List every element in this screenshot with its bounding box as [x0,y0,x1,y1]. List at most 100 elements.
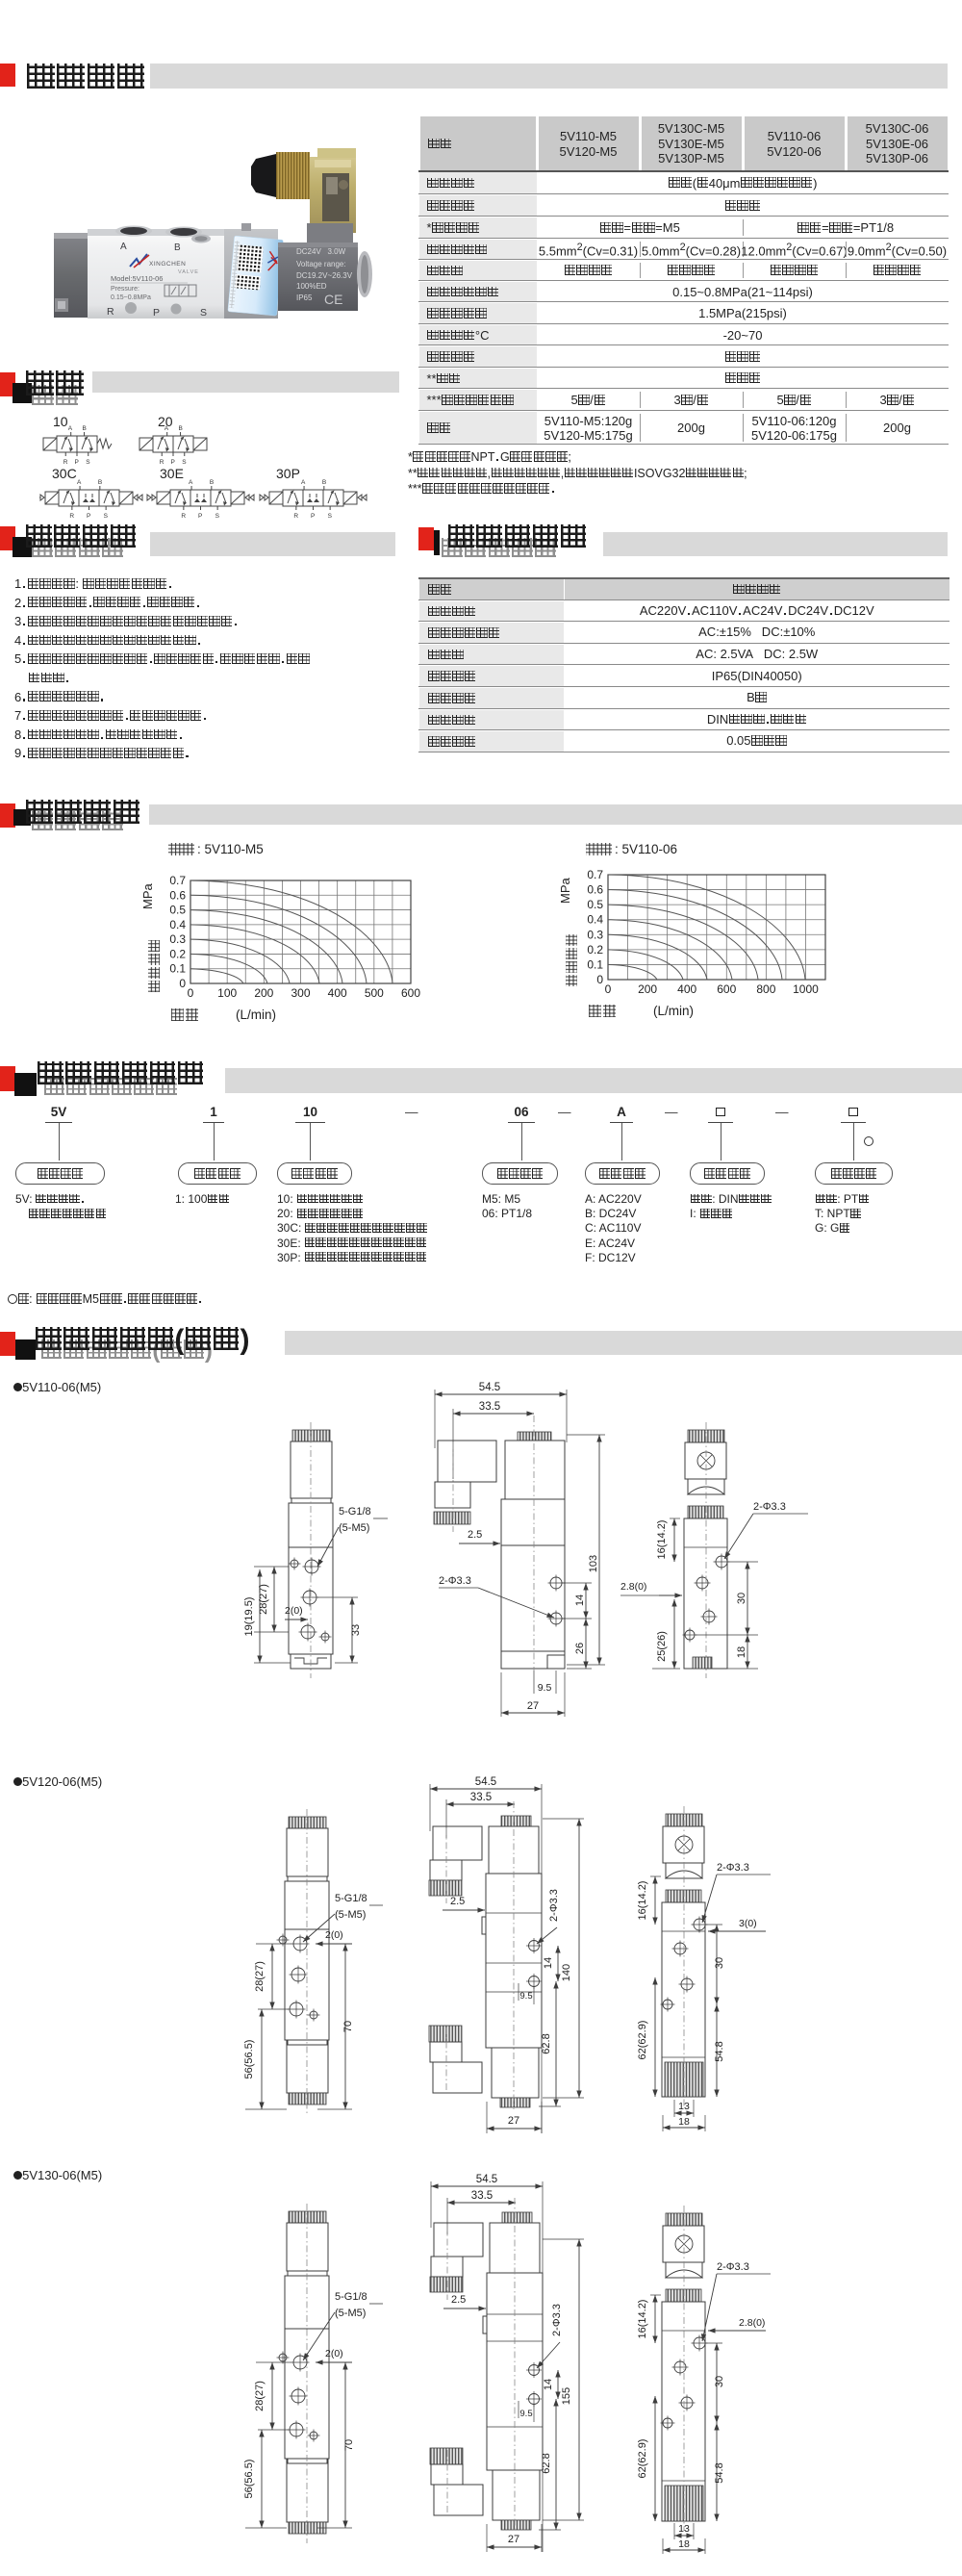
svg-text:VALVE: VALVE [178,269,199,275]
svg-text:200: 200 [638,982,657,996]
svg-text:27: 27 [508,2115,519,2127]
svg-text:S: S [328,513,333,519]
svg-text:400: 400 [328,986,347,1000]
svg-text:25(26): 25(26) [656,1631,668,1662]
svg-text:P: P [198,513,202,519]
svg-text:28(27): 28(27) [258,1584,269,1615]
svg-text:30E: 30E [160,466,184,481]
svg-text:62(62.9): 62(62.9) [637,2021,648,2060]
svg-text:20: 20 [158,414,173,429]
svg-text:30C: 30C [52,466,77,481]
svg-text:30: 30 [714,1957,725,1969]
svg-text:600: 600 [401,986,420,1000]
svg-text:2-Φ3.3: 2-Φ3.3 [548,1889,560,1922]
svg-text:200: 200 [254,986,273,1000]
svg-text:56(56.5): 56(56.5) [243,2040,255,2079]
svg-text:33.5: 33.5 [470,1792,492,1803]
svg-text:800: 800 [756,982,775,996]
svg-text:28(27): 28(27) [254,1961,266,1992]
svg-text:18: 18 [736,1646,747,1658]
svg-text:13: 13 [678,2523,690,2535]
svg-text:P: P [153,307,160,319]
svg-text:30: 30 [736,1593,747,1604]
svg-text:0.5: 0.5 [587,898,603,911]
svg-text:(5-M5): (5-M5) [335,1909,366,1921]
svg-text:33.5: 33.5 [479,1401,500,1413]
svg-text:B: B [83,425,87,432]
svg-text:300: 300 [291,986,310,1000]
svg-text:0.6: 0.6 [587,883,603,897]
svg-text:R: R [293,513,298,519]
svg-text:B: B [174,242,181,253]
svg-text:(5-M5): (5-M5) [339,1522,369,1534]
svg-text:54.8: 54.8 [714,2041,725,2061]
svg-text:DC19.2V~26.3V: DC19.2V~26.3V [296,271,353,280]
svg-text:1000: 1000 [793,982,819,996]
svg-text:MPa: MPa [140,883,155,910]
svg-text:A: A [77,479,82,486]
svg-text:0.5: 0.5 [169,904,186,917]
svg-text:R: R [63,459,68,466]
svg-text:100%ED: 100%ED [296,282,327,291]
svg-text:13: 13 [678,2101,690,2112]
svg-text:S: S [182,459,187,466]
svg-text:R: R [181,513,186,519]
svg-text:14: 14 [543,2379,554,2390]
svg-text:400: 400 [677,982,696,996]
svg-text:Voltage range:: Voltage range: [296,260,346,268]
svg-text:62.8: 62.8 [541,2453,552,2473]
svg-text:A: A [68,425,73,432]
svg-text:19(19.5): 19(19.5) [243,1597,255,1637]
svg-text:3(0): 3(0) [739,1918,757,1929]
svg-text:S: S [86,459,90,466]
svg-text:62(62.9): 62(62.9) [637,2439,648,2479]
svg-text:500: 500 [365,986,384,1000]
svg-text:2(0): 2(0) [325,2348,343,2359]
svg-text:A: A [120,242,127,252]
svg-text:2.5: 2.5 [468,1529,482,1541]
svg-text:56(56.5): 56(56.5) [243,2460,255,2499]
svg-text:33.5: 33.5 [471,2190,493,2202]
svg-text:P: P [311,513,315,519]
svg-text:70: 70 [343,2439,355,2451]
svg-text:0.7: 0.7 [169,874,186,887]
svg-text:9.5: 9.5 [519,2409,532,2419]
svg-text:: 5V110-06: : 5V110-06 [615,842,677,856]
svg-text:Model:5V110-06: Model:5V110-06 [111,274,163,283]
svg-text:14: 14 [543,1957,554,1969]
svg-text:MPa: MPa [558,878,572,905]
svg-text:9.5: 9.5 [538,1682,552,1694]
svg-text:0: 0 [596,973,603,986]
svg-text:70: 70 [342,2021,354,2032]
svg-text:: 5V110-M5: : 5V110-M5 [197,842,264,856]
svg-text:54.5: 54.5 [479,1382,500,1393]
svg-text:0.1: 0.1 [587,957,603,971]
svg-text:A: A [301,479,306,486]
svg-text:(L/min): (L/min) [653,1004,694,1018]
svg-text:DC24V 3.0W: DC24V 3.0W [296,247,346,256]
svg-text:0.6: 0.6 [169,888,186,902]
svg-text:B: B [179,425,183,432]
svg-text:IP65: IP65 [296,293,313,302]
svg-text:16(14.2): 16(14.2) [656,1520,668,1560]
svg-text:10: 10 [53,414,68,429]
svg-text:2-Φ3.3: 2-Φ3.3 [439,1575,471,1587]
svg-text:16(14.2): 16(14.2) [637,1881,648,1921]
svg-text:18: 18 [678,2538,690,2550]
svg-text:B: B [98,479,102,486]
svg-text:S: S [215,513,220,519]
svg-text:2(0): 2(0) [285,1605,303,1617]
svg-text:0.3: 0.3 [587,928,603,941]
svg-text:0.2: 0.2 [169,947,186,960]
svg-text:14: 14 [574,1594,586,1606]
svg-text:600: 600 [717,982,736,996]
svg-text:18: 18 [678,2116,690,2128]
svg-text:62.8: 62.8 [541,2033,552,2053]
svg-text:27: 27 [527,1700,539,1712]
svg-text:2-Φ3.3: 2-Φ3.3 [753,1501,786,1513]
svg-text:27: 27 [508,2534,519,2545]
svg-text:33: 33 [350,1624,362,1636]
svg-text:R: R [69,513,74,519]
svg-text:A: A [165,425,169,432]
svg-text:A: A [189,479,193,486]
